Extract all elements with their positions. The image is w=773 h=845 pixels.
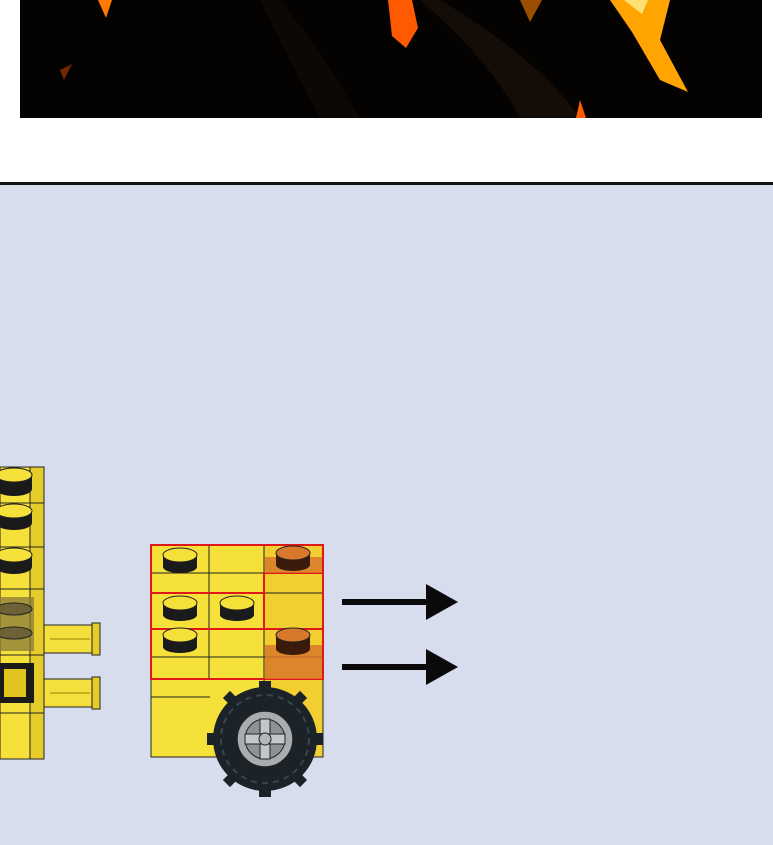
wheel [207,681,323,797]
hub [237,711,293,767]
stud-bottom-right-orange [276,628,310,655]
stud-top-right-orange [276,546,310,571]
top-photo-strip [20,0,762,118]
instruction-panel [0,185,773,845]
left-stud-3 [0,548,32,574]
assembly-diagram [0,185,773,845]
left-stud-2 [0,504,32,530]
stud-bottom-left [163,628,197,653]
flame-photo [20,0,762,118]
left-pin-lower [40,677,100,709]
left-stud-1 [0,468,32,496]
left-pin-upper [40,623,100,655]
stud-mid-left [163,596,197,621]
stud-top-left [163,548,197,573]
stud-mid-right [220,596,254,621]
